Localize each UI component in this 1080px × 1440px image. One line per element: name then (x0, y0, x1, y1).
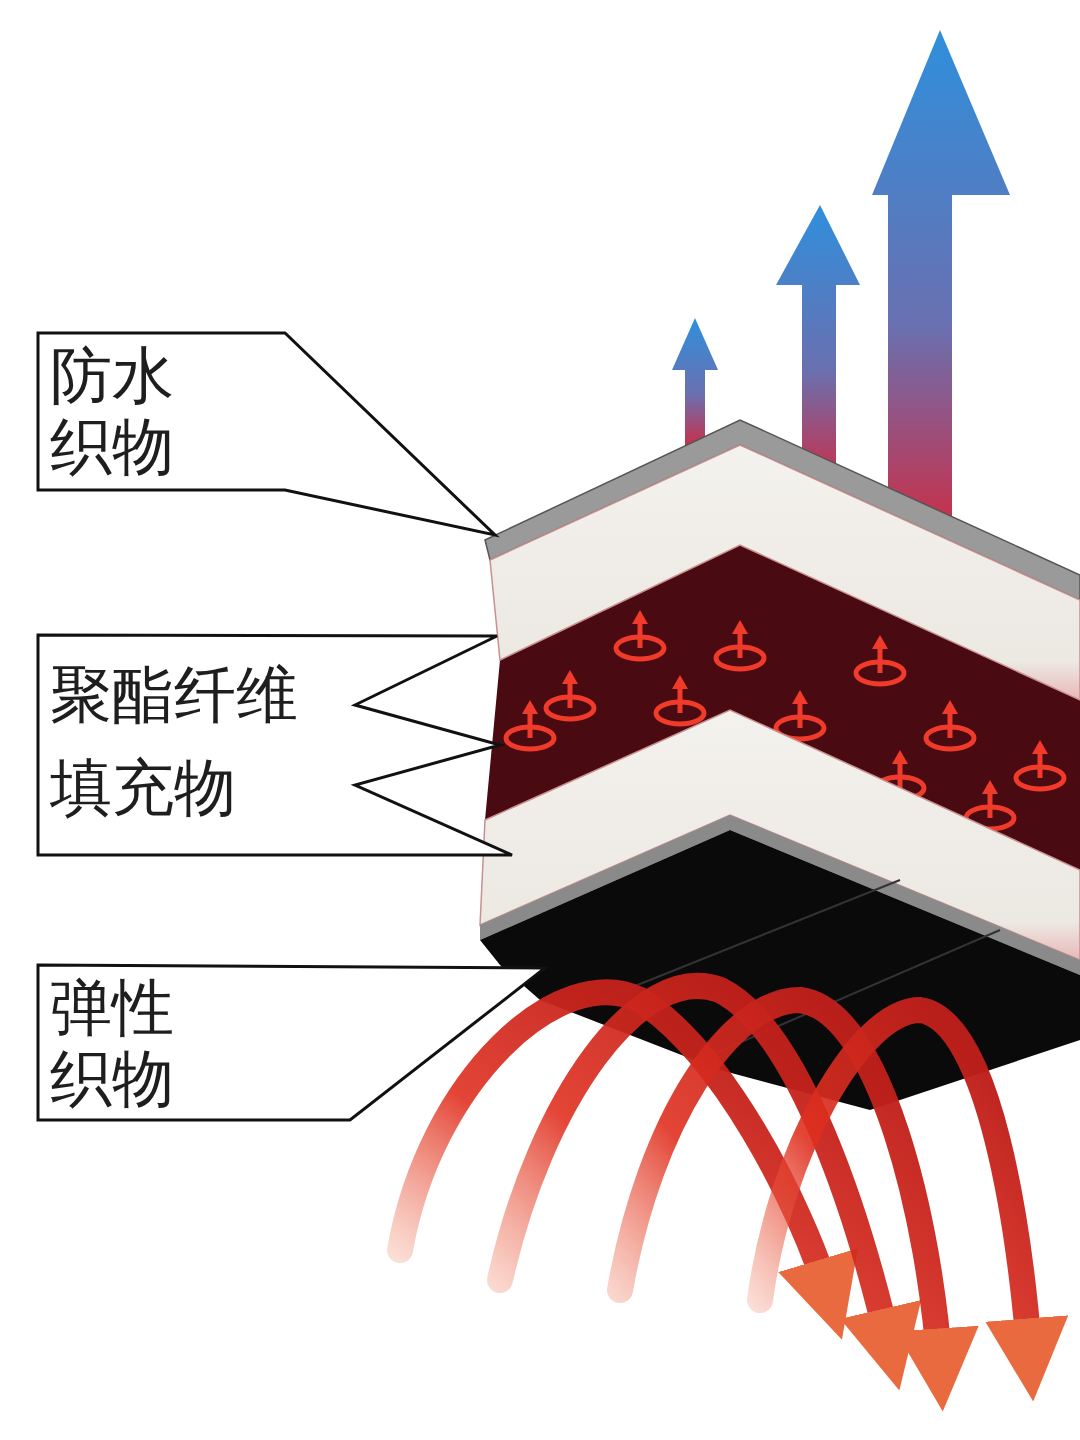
vapor-arrow (872, 30, 1010, 525)
callout-outline (38, 333, 495, 535)
callout-box: 聚酯纤维 填充物 (50, 648, 345, 834)
heat-arrow (760, 1010, 1030, 1360)
heat-swirl (856, 635, 904, 684)
callout-label: 防水 织物 (50, 340, 220, 483)
upper-fill-slab (490, 445, 1080, 700)
callout-outline (38, 635, 512, 855)
heat-swirl (656, 675, 704, 724)
callout-box: 防水 织物 (50, 340, 220, 483)
vapor-arrow (776, 205, 860, 480)
callout-box: 弹性 织物 (50, 972, 220, 1115)
heat-swirl (926, 700, 974, 749)
callout-outline (38, 965, 545, 1120)
heat-swirl (716, 620, 764, 669)
heat-swirl (546, 670, 594, 719)
heat-swirl (506, 700, 554, 749)
heat-swirl (776, 690, 824, 739)
vapor-arrow (672, 318, 718, 445)
body-heat-arrows (400, 986, 1030, 1370)
heat-swirl (616, 610, 664, 659)
callout-label: 聚酯纤维 填充物 (50, 648, 345, 834)
heat-arrow (500, 986, 890, 1350)
heat-swirl (1016, 740, 1064, 789)
callout-label: 弹性 织物 (50, 972, 220, 1115)
